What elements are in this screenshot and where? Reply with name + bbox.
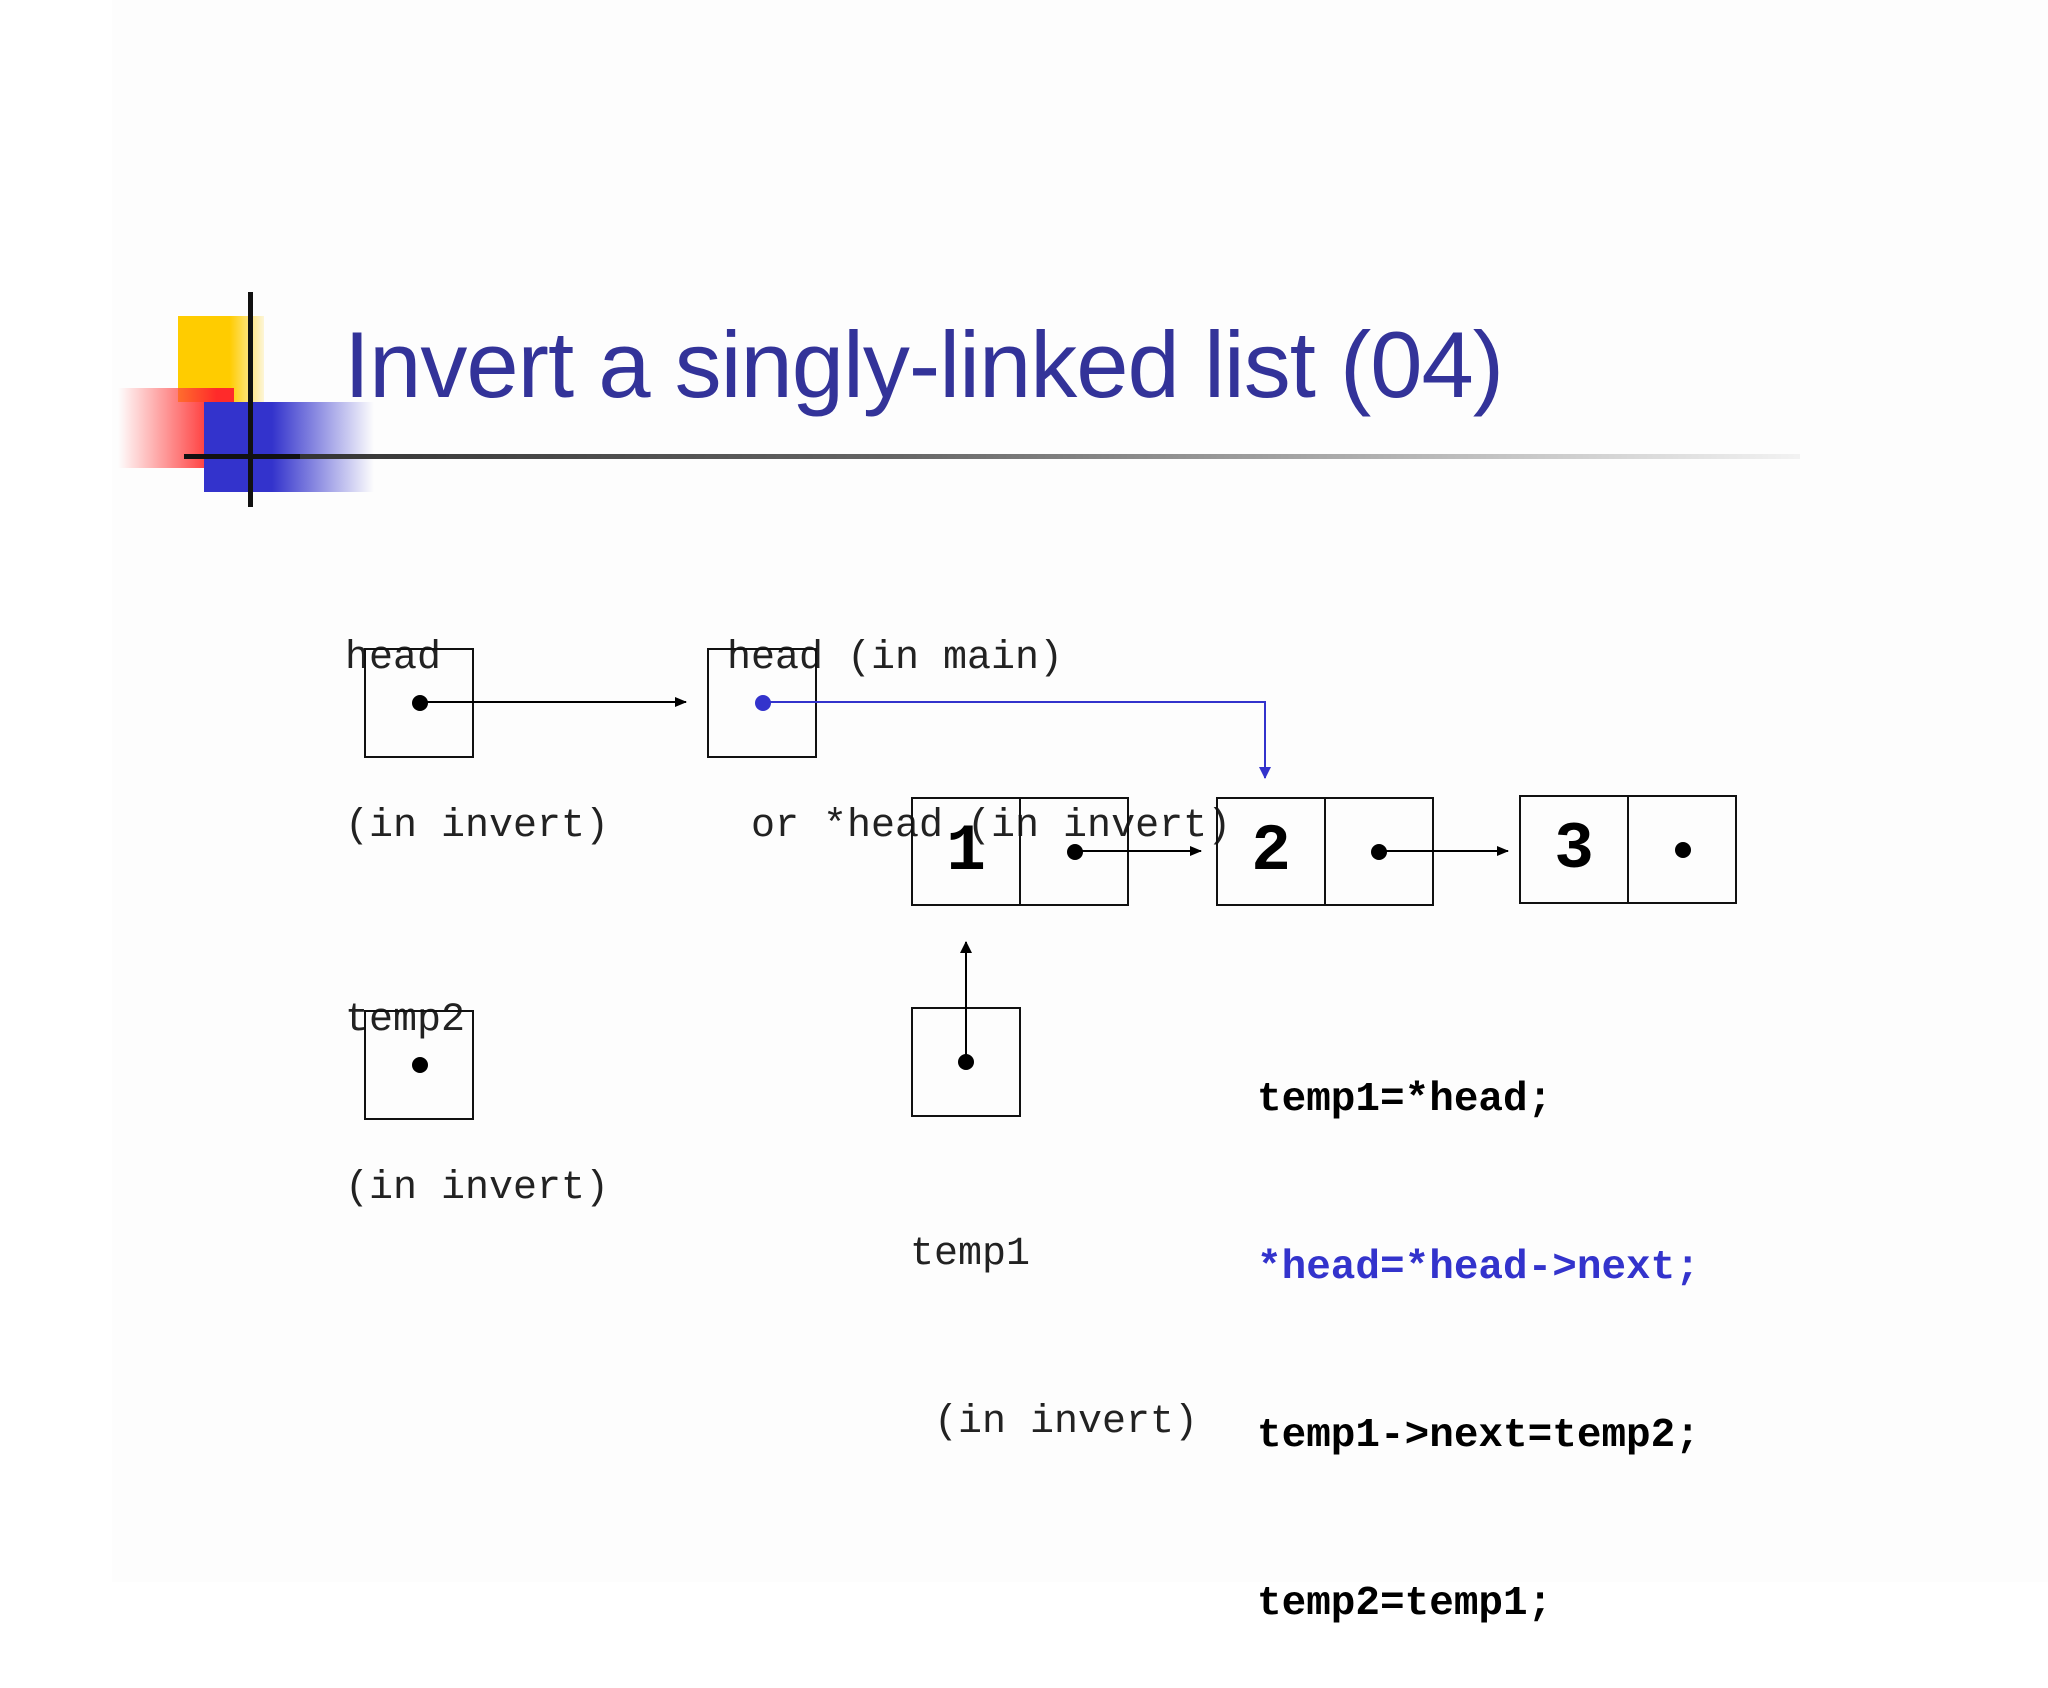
node-3-next-dot bbox=[1675, 842, 1691, 858]
label-temp2-line2: (in invert) bbox=[345, 1166, 610, 1211]
title-underline bbox=[300, 454, 1800, 459]
code-line-4: temp2=temp1; bbox=[1257, 1581, 1553, 1627]
temp2-dot bbox=[412, 1057, 428, 1073]
temp2-box bbox=[364, 1010, 474, 1120]
node-2-next-dot bbox=[1371, 844, 1387, 860]
corner-decoration bbox=[118, 292, 378, 512]
temp1-dot bbox=[958, 1054, 974, 1070]
label-head-invert-line2: (in invert) bbox=[345, 804, 610, 849]
arrow-head-main-to-node-2 bbox=[763, 701, 1271, 779]
code-block: temp1=*head; *head=*head->next; temp1->n… bbox=[1257, 960, 1700, 1688]
node-3-next bbox=[1627, 795, 1737, 904]
label-temp1-line1: temp1 bbox=[910, 1232, 1031, 1277]
blue-square bbox=[204, 402, 374, 492]
slide-title: Invert a singly-linked list (04) bbox=[344, 312, 1504, 417]
horizontal-rule-short bbox=[184, 454, 304, 459]
label-head-main-line2: or *head (in invert) bbox=[727, 804, 1232, 849]
head-main-dot bbox=[755, 695, 771, 711]
vertical-rule bbox=[248, 292, 253, 507]
label-head-main: head (in main) or *head (in invert) bbox=[727, 519, 1231, 911]
head-invert-dot bbox=[412, 695, 428, 711]
label-head-invert-line1: head bbox=[345, 636, 442, 681]
slide bbox=[112, 0, 2048, 1582]
code-line-3: temp1->next=temp2; bbox=[1257, 1413, 1700, 1459]
arrows-layer bbox=[420, 697, 1509, 1061]
label-temp1: temp1 (in invert) bbox=[910, 1115, 1198, 1507]
label-head-main-line1: head (in main) bbox=[727, 636, 1064, 681]
label-head-invert: head (in invert) bbox=[345, 519, 609, 911]
node-1-next-dot bbox=[1067, 844, 1083, 860]
label-temp1-line2: (in invert) bbox=[910, 1400, 1199, 1445]
node-3-value: 3 bbox=[1519, 795, 1629, 904]
node-2-value: 2 bbox=[1216, 797, 1326, 906]
code-line-2: *head=*head->next; bbox=[1257, 1245, 1700, 1291]
code-line-1: temp1=*head; bbox=[1257, 1077, 1553, 1123]
